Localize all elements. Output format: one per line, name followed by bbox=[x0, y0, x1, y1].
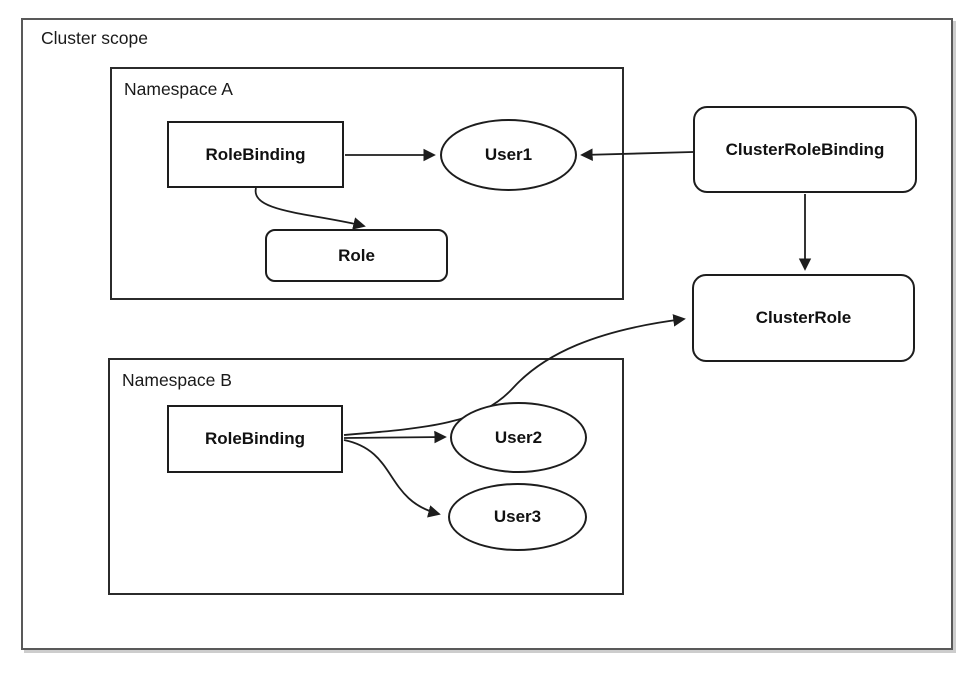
user1-node: User1 bbox=[440, 119, 577, 191]
user1-label: User1 bbox=[484, 145, 533, 164]
namespace-a-label: Namespace A bbox=[124, 79, 233, 99]
namespace-a-box bbox=[110, 67, 624, 300]
role-label: Role bbox=[338, 245, 375, 265]
cluster-scope-label: Cluster scope bbox=[41, 28, 148, 48]
clusterrole-label: ClusterRole bbox=[755, 308, 852, 327]
user2-label: User2 bbox=[494, 427, 543, 447]
user3-label: User3 bbox=[493, 507, 542, 526]
clusterrolebinding-node: ClusterRoleBinding bbox=[693, 106, 917, 193]
rolebinding-b-label: RoleBinding bbox=[204, 429, 306, 448]
rolebinding-a-label: RoleBinding bbox=[205, 144, 306, 164]
clusterrolebinding-label: ClusterRoleBinding bbox=[725, 139, 885, 159]
user3-node: User3 bbox=[448, 483, 587, 551]
rolebinding-a-node: RoleBinding bbox=[167, 121, 344, 188]
user2-node: User2 bbox=[450, 402, 587, 473]
clusterrole-node: ClusterRole bbox=[692, 274, 915, 362]
namespace-b-label: Namespace B bbox=[122, 370, 232, 390]
namespace-b-box bbox=[108, 358, 624, 595]
role-node: Role bbox=[265, 229, 448, 282]
rolebinding-b-node: RoleBinding bbox=[167, 405, 343, 473]
cluster-scope-box bbox=[21, 18, 953, 650]
